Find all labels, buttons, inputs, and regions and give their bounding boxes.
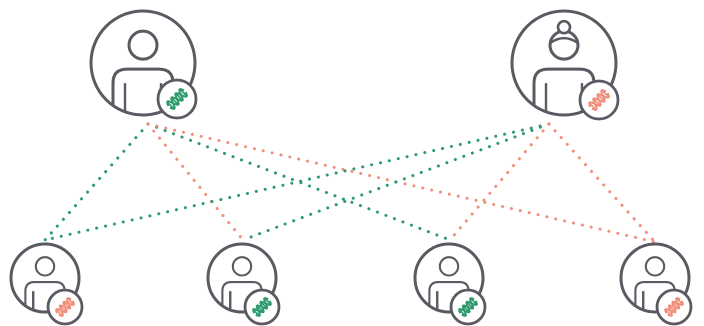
connection-parent-left-to-child-3 bbox=[146, 122, 452, 242]
dna-icon bbox=[156, 78, 198, 120]
connection-lines bbox=[43, 122, 657, 244]
dna-icon bbox=[449, 288, 487, 326]
dna-icon bbox=[578, 79, 620, 121]
connection-parent-right-to-child-2 bbox=[241, 122, 551, 242]
dna-icon bbox=[655, 288, 693, 326]
dna-icon bbox=[46, 288, 84, 326]
connection-parent-right-to-child-4 bbox=[547, 122, 657, 244]
connection-parent-left-to-child-4 bbox=[146, 122, 657, 244]
child-node bbox=[619, 242, 693, 326]
connection-parent-right-to-child-1 bbox=[43, 122, 551, 242]
parent-node bbox=[510, 9, 620, 121]
female-person-with-bun-icon bbox=[532, 19, 596, 114]
child-node bbox=[206, 242, 281, 326]
parent-node bbox=[89, 9, 198, 120]
dna-icon bbox=[243, 288, 281, 326]
connection-parent-left-to-child-1 bbox=[43, 122, 150, 242]
connection-parent-right-to-child-3 bbox=[448, 122, 551, 242]
people-nodes bbox=[9, 9, 693, 326]
child-node bbox=[9, 242, 84, 326]
child-node bbox=[413, 242, 487, 326]
